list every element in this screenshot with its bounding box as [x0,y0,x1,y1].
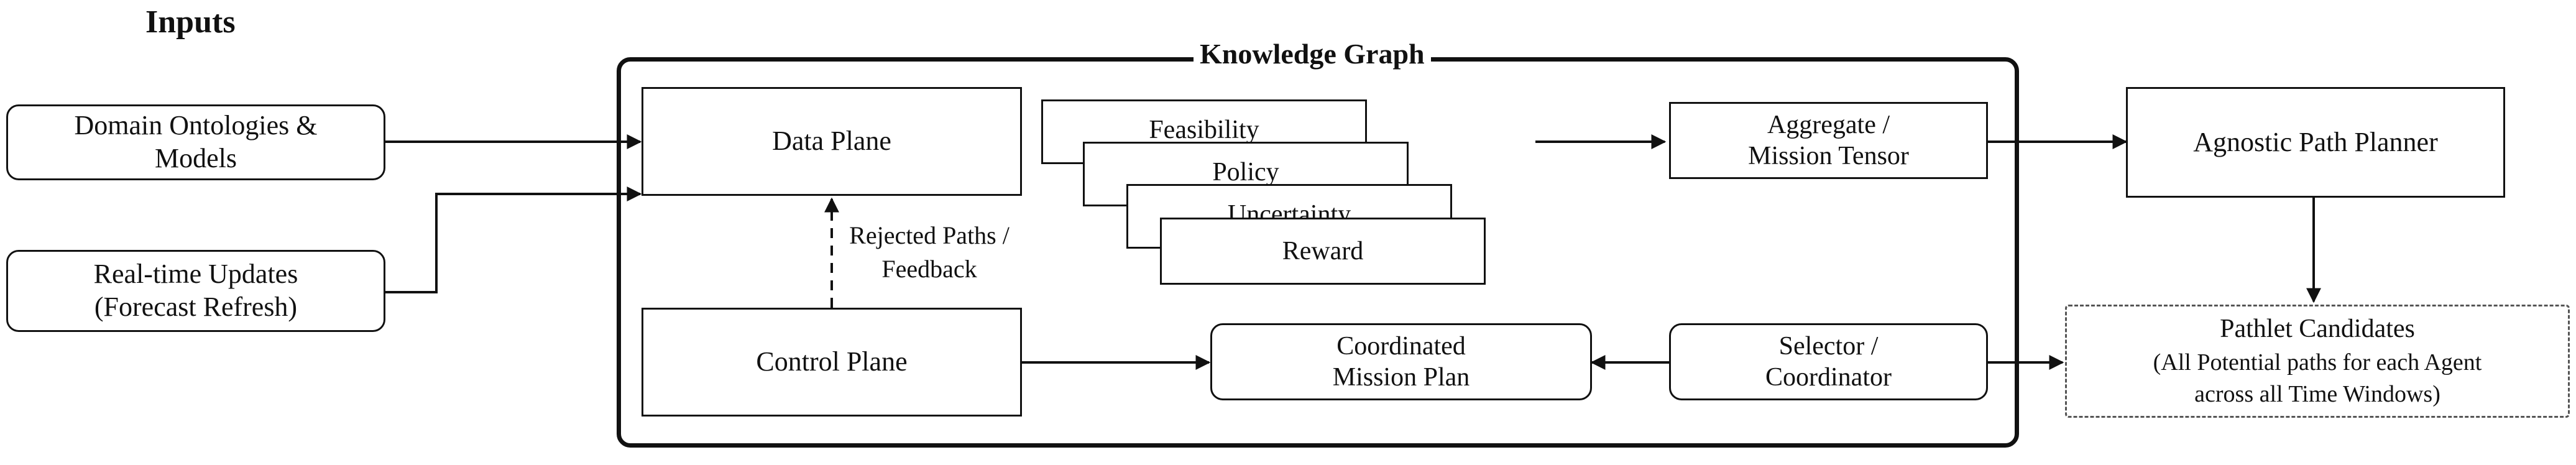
feedback-label-line1: Rejected Paths / [849,221,1010,249]
selector-line2: Coordinator [1765,363,1892,392]
selector-line1: Selector / [1778,331,1879,361]
input-domain-ontologies-line1: Domain Ontologies & [74,110,318,141]
knowledge-graph-title: Knowledge Graph [1194,37,1431,70]
aggregate-line1: Aggregate / [1767,110,1890,139]
tensor-card-policy-label: Policy [1212,158,1279,186]
input-realtime-updates-line2: (Forecast Refresh) [94,292,298,322]
tensor-card-feasibility-label: Feasibility [1149,116,1259,144]
tensor-card-reward: Reward [1160,218,1486,285]
path-planner-box: Agnostic Path Planner [2126,87,2505,198]
aggregate-line2: Mission Tensor [1748,142,1909,170]
inputs-heading: Inputs [145,4,236,40]
pathlet-line1: (All Potential paths for each Agent [2153,349,2482,376]
pathlet-line2: across all Time Windows) [2194,381,2440,408]
aggregate-box: Aggregate / Mission Tensor [1669,102,1988,179]
selector-box: Selector / Coordinator [1669,323,1988,400]
input-domain-ontologies: Domain Ontologies & Models [6,104,385,180]
control-plane-box: Control Plane [642,308,1022,417]
arrow-updates-to-dataplane [385,186,642,293]
input-realtime-updates-line1: Real-time Updates [93,259,298,290]
input-realtime-updates: Real-time Updates (Forecast Refresh) [6,250,385,332]
input-domain-ontologies-line2: Models [155,143,237,173]
coordinated-plan-line2: Mission Plan [1332,363,1470,392]
feedback-label: Rejected Paths / Feedback [836,219,1023,286]
pathlet-candidates-box: Pathlet Candidates (All Potential paths … [2065,305,2570,418]
tensor-card-reward-label: Reward [1282,237,1364,265]
pathlet-title: Pathlet Candidates [2220,315,2415,344]
coordinated-plan-box: Coordinated Mission Plan [1210,323,1592,400]
data-plane-box: Data Plane [642,87,1022,196]
path-planner-label: Agnostic Path Planner [2193,126,2438,157]
feedback-label-line2: Feedback [881,255,977,283]
coordinated-plan-line1: Coordinated [1336,331,1466,361]
control-plane-label: Control Plane [756,346,908,377]
data-plane-label: Data Plane [772,126,891,157]
